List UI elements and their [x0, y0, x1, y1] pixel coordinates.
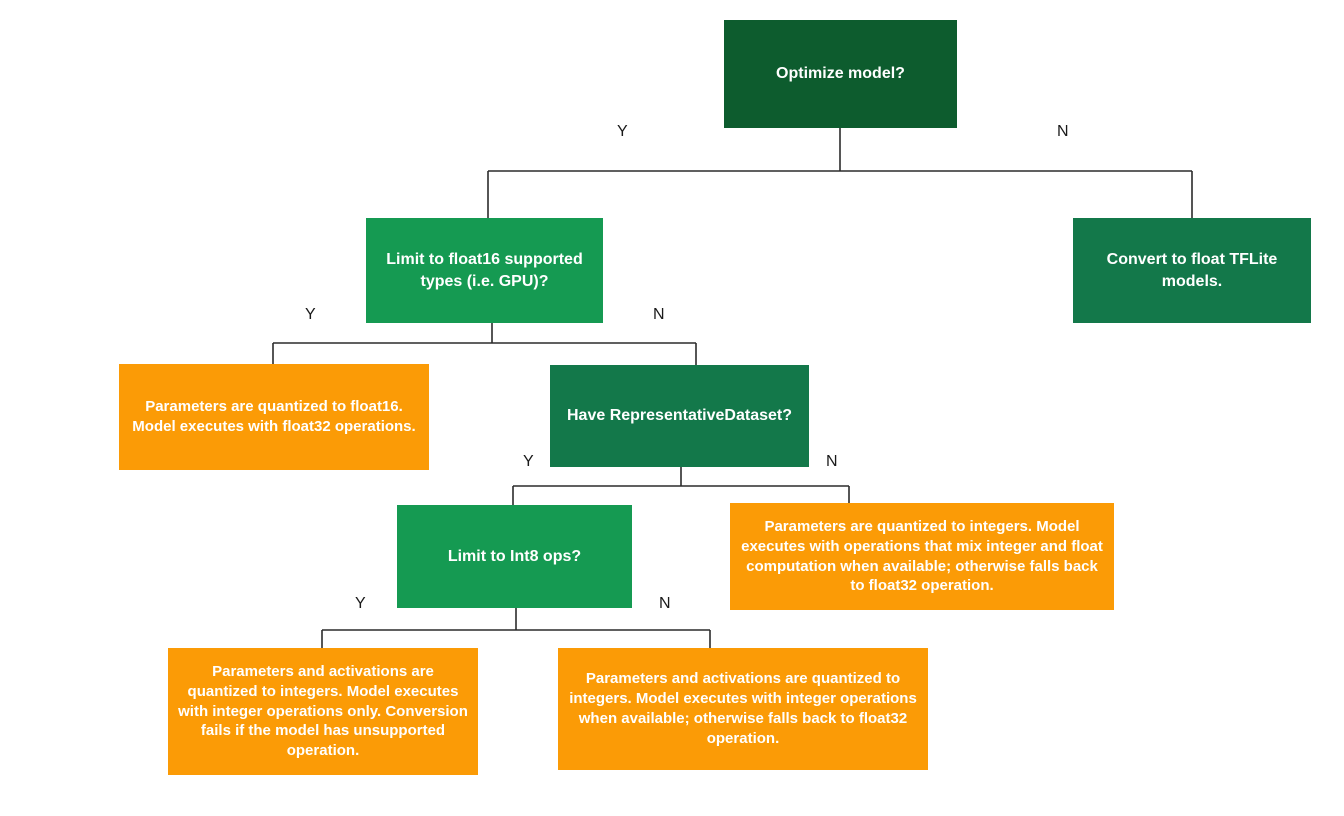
- edge-label-optimize-yes: Y: [617, 123, 628, 140]
- node-label: Limit to float16 supported types (i.e. G…: [386, 251, 583, 290]
- edge-label-float16-no: N: [653, 306, 665, 323]
- node-convert-float-tflite[interactable]: Convert to float TFLite models.: [1073, 218, 1311, 323]
- node-limit-int8-ops[interactable]: Limit to Int8 ops?: [397, 505, 632, 608]
- node-optimize-model[interactable]: Optimize model?: [724, 20, 957, 128]
- edge-label-int8-no: N: [659, 595, 671, 612]
- node-limit-float16[interactable]: Limit to float16 supported types (i.e. G…: [366, 218, 603, 323]
- node-label: Have RepresentativeDataset?: [567, 407, 792, 425]
- node-label: Parameters and activations are quantized…: [569, 670, 917, 747]
- edge-label-float16-yes: Y: [305, 306, 316, 323]
- node-label: Parameters and activations are quantized…: [178, 662, 468, 760]
- node-label: Limit to Int8 ops?: [447, 547, 582, 565]
- edge-label-dataset-no: N: [826, 453, 838, 470]
- node-have-representative-dataset[interactable]: Have RepresentativeDataset?: [550, 365, 809, 467]
- node-result-float16[interactable]: Parameters are quantized to float16. Mod…: [119, 364, 429, 470]
- node-result-int-fallback[interactable]: Parameters and activations are quantized…: [558, 648, 928, 770]
- edge-label-dataset-yes: Y: [523, 453, 534, 470]
- edge-label-optimize-no: N: [1057, 123, 1069, 140]
- node-label: Convert to float TFLite models.: [1106, 251, 1278, 290]
- node-result-int-only[interactable]: Parameters and activations are quantized…: [168, 648, 478, 775]
- node-label: Optimize model?: [776, 65, 905, 83]
- node-label: Parameters are quantized to integers. Mo…: [741, 517, 1103, 595]
- edge-label-int8-yes: Y: [355, 595, 366, 612]
- node-result-mixed-int-float[interactable]: Parameters are quantized to integers. Mo…: [730, 503, 1114, 610]
- node-label: Parameters are quantized to float16. Mod…: [132, 398, 416, 435]
